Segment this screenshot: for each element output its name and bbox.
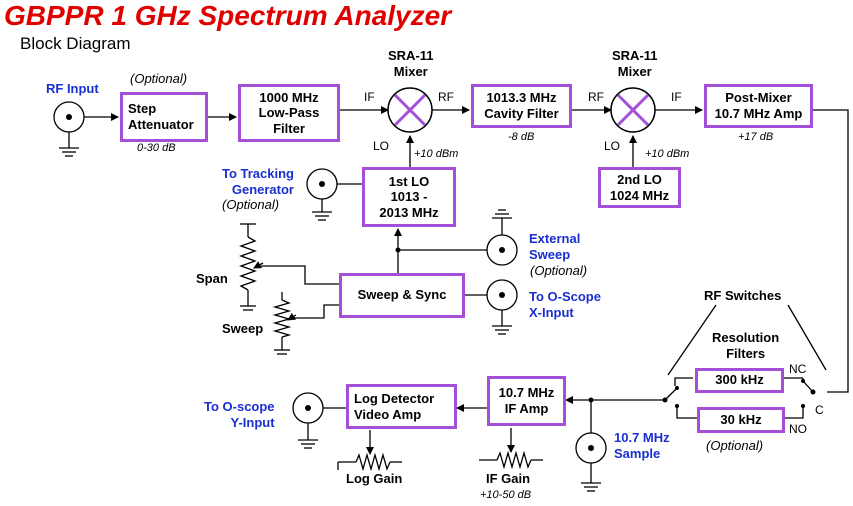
sample-label: 10.7 MHz Sample [614, 430, 670, 461]
wire-sweep-pot [294, 304, 339, 319]
filter-optional-label: (Optional) [706, 438, 764, 453]
wire-post-switch [813, 109, 849, 393]
log-detector-block: Log Detector Video Amp [346, 384, 457, 429]
page-subtitle: Block Diagram [20, 34, 131, 53]
sweep-pot-label: Sweep [222, 321, 264, 336]
cavity-filter-block: 1013.3 MHz Cavity Filter [471, 84, 572, 128]
mixer2-lo-port: LO [604, 139, 621, 153]
log-gain-pot-body [355, 452, 391, 472]
mixer1-rf-port: RF [438, 90, 454, 104]
switch-no-label: NO [789, 422, 807, 436]
mixer-2 [610, 87, 656, 133]
span-pot-wiper [253, 261, 264, 269]
log-gain-label: Log Gain [346, 471, 403, 486]
post-gain-label: +17 dB [738, 131, 774, 143]
wire-300-left [674, 377, 693, 386]
callout-line-right [787, 304, 827, 371]
if-gain-range-label: +10-50 dB [480, 489, 532, 501]
rf-input-pin [66, 114, 72, 120]
rf-switches-label: RF Switches [704, 288, 782, 303]
junction-dot [395, 247, 401, 253]
junction-dot [588, 397, 594, 403]
sweep-sync-block: Sweep & Sync [339, 273, 465, 318]
resolution-filters-label: Resolution Filters [712, 330, 780, 361]
if-gain-label: IF Gain [486, 471, 531, 486]
mixer1-label: SRA-11 Mixer [388, 48, 434, 79]
tracking-generator-label: To Tracking Generator [222, 166, 294, 197]
rf-input-label: RF Input [46, 81, 99, 96]
wire-span-sweep [261, 265, 339, 285]
mixer2-if-port: IF [671, 90, 682, 104]
filter-300khz-block: 300 kHz [695, 368, 784, 393]
wire-30-left [676, 406, 697, 419]
lo2-block: 2nd LO 1024 MHz [598, 167, 681, 208]
switch-nc-label: NC [789, 362, 807, 376]
switch-pivot [662, 397, 668, 403]
mixer1-lo-port: LO [373, 139, 390, 153]
switch-left-arm [664, 387, 678, 401]
lo2-level-label: +10 dBm [645, 148, 690, 160]
lpf-block: 1000 MHz Low-Pass Filter [238, 84, 340, 142]
mixer-1 [387, 87, 433, 133]
sweep-pot-body [272, 299, 292, 338]
oscope-x-label: To O-Scope X-Input [529, 289, 601, 320]
if-amp-block: 10.7 MHz IF Amp [487, 376, 566, 426]
mixer2-label: SRA-11 Mixer [612, 48, 658, 79]
callout-line-left [667, 304, 717, 376]
span-label: Span [196, 271, 228, 286]
external-sweep-label: External Sweep [529, 231, 581, 262]
if-gain-pot-body [496, 450, 532, 470]
page-title: GBPPR 1 GHz Spectrum Analyzer [4, 0, 452, 31]
external-sweep-optional-label: (Optional) [530, 263, 588, 278]
post-mixer-amp-block: Post-Mixer 10.7 MHz Amp [704, 84, 813, 128]
lo1-level-label: +10 dBm [414, 148, 459, 160]
tracking-optional-label: (Optional) [222, 197, 280, 212]
mixer2-rf-port: RF [588, 90, 604, 104]
mixer1-if-port: IF [364, 90, 375, 104]
switch-pivot [810, 389, 816, 395]
wire-no-30 [785, 406, 804, 419]
filter-30khz-block: 30 kHz [697, 407, 785, 433]
attenuator-optional-label: (Optional) [130, 71, 188, 86]
switch-c-label: C [815, 403, 824, 417]
oscope-y-label: To O-scope Y-Input [204, 399, 275, 430]
attenuator-range-label: 0-30 dB [137, 142, 176, 154]
cavity-loss-label: -8 dB [508, 131, 535, 143]
step-attenuator-block: Step Attenuator [120, 92, 208, 142]
lo1-block: 1st LO 1013 - 2013 MHz [362, 167, 456, 227]
span-pot-body [239, 236, 257, 291]
